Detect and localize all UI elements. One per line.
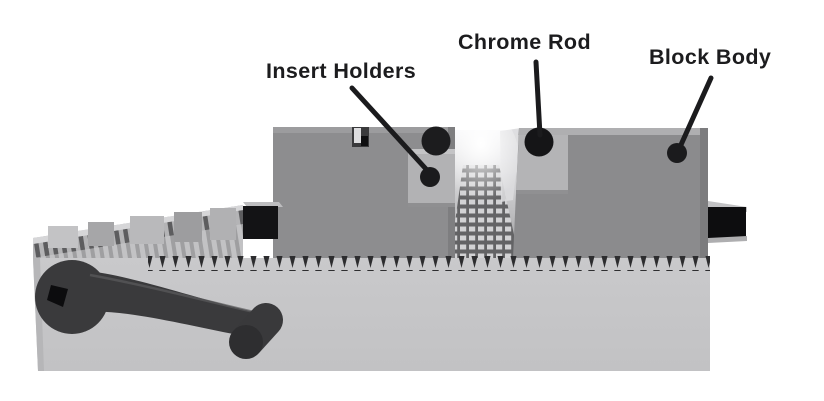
callouts — [349, 59, 714, 172]
rail-block — [130, 216, 164, 244]
left-fitting-top — [243, 202, 283, 207]
rail-block — [174, 212, 202, 242]
right-block-outer-edge — [700, 128, 708, 258]
base-slab — [33, 258, 710, 371]
insert-holder-right-step — [516, 190, 568, 194]
left-side-fitting — [243, 202, 283, 239]
annotation-dot-block-body — [667, 143, 687, 163]
center-gap — [443, 110, 522, 258]
label-chrome-rod: Chrome Rod — [458, 30, 591, 54]
label-insert-holders: Insert Holders — [266, 59, 417, 83]
chrome-rod-end-left — [421, 126, 451, 156]
leader-line-chrome-rod — [533, 59, 543, 138]
leader-line-insert-holders — [349, 85, 429, 172]
right-side-fitting — [708, 201, 747, 243]
alignment-notch — [352, 127, 369, 147]
crank-handle — [35, 260, 283, 359]
right-block-top-band — [518, 128, 708, 135]
chrome-rod-end — [524, 127, 554, 157]
rail-block — [88, 222, 114, 246]
crank-arm-highlight — [89, 273, 259, 315]
rail-block — [48, 226, 78, 248]
label-block-body: Block Body — [649, 45, 772, 69]
base-left-edge — [33, 258, 44, 371]
annotation-dot-insert-holders — [420, 167, 440, 187]
right-block — [513, 127, 708, 258]
crank-socket-hole — [47, 285, 68, 307]
left-fitting-body — [243, 206, 278, 239]
right-fitting-bottom — [708, 236, 747, 243]
serration-teeth — [148, 256, 710, 271]
rail-block — [210, 208, 236, 240]
leader-line-block-body — [677, 75, 714, 150]
crank-grip-end — [229, 325, 263, 359]
guide-rail — [33, 205, 243, 258]
right-fitting-body — [708, 207, 746, 240]
crank-arm — [86, 271, 273, 335]
insert-holder-left-step — [408, 203, 455, 207]
gap-light-glow — [443, 110, 519, 206]
left-block — [273, 126, 455, 258]
